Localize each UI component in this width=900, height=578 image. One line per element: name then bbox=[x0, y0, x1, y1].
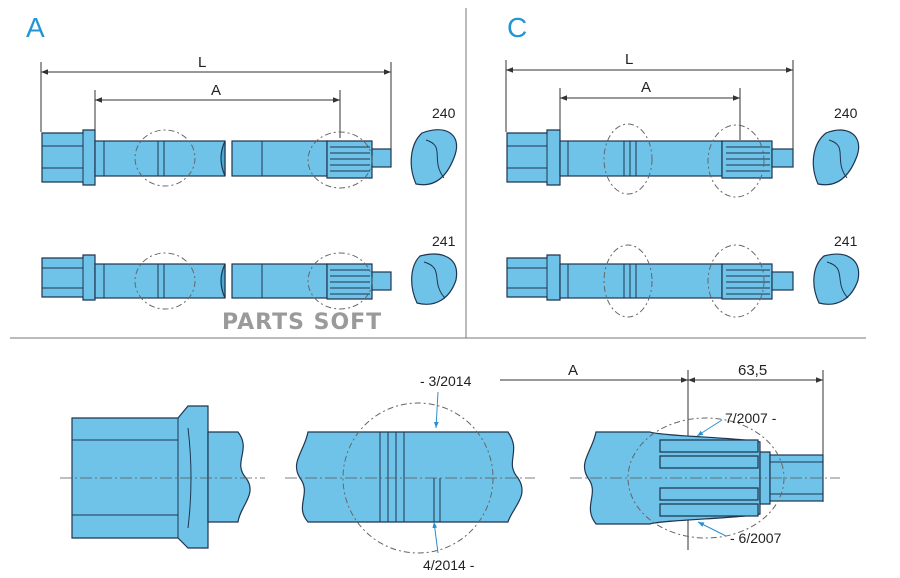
dimension-l-label-c: L bbox=[625, 51, 633, 68]
dimension-a-label-bottom: A bbox=[568, 362, 578, 379]
section-a-dimensions: L A bbox=[40, 54, 392, 150]
section-label-c: C bbox=[507, 12, 527, 43]
profile-240-icon-a bbox=[410, 129, 458, 186]
section-c-dimensions: L A bbox=[505, 51, 794, 150]
detail-spline: A 63,5 bbox=[500, 362, 840, 550]
shaft-a-241 bbox=[41, 252, 392, 310]
detail-groove bbox=[285, 391, 535, 554]
profile-241-icon-a bbox=[411, 253, 458, 305]
date-3-2014: - 3/2014 bbox=[420, 373, 472, 389]
shaft-a-240 bbox=[41, 129, 392, 189]
date-6-2007: - 6/2007 bbox=[730, 530, 782, 546]
dimension-l-label: L bbox=[198, 54, 206, 71]
detail-shaft-end bbox=[60, 405, 265, 549]
section-label-a: A bbox=[26, 12, 45, 43]
shaft-c-240 bbox=[506, 123, 794, 198]
dimension-a-label: A bbox=[211, 82, 221, 99]
profile-240-label-a: 240 bbox=[432, 105, 456, 121]
profile-240-label-c: 240 bbox=[834, 105, 858, 121]
profile-240-icon-c bbox=[812, 129, 860, 186]
dimension-a-label-c: A bbox=[641, 79, 651, 96]
watermark: PARTS SOFT bbox=[222, 310, 382, 335]
profile-241-icon-c bbox=[813, 253, 860, 305]
date-7-2007: 7/2007 - bbox=[725, 410, 777, 426]
profile-241-label-c: 241 bbox=[834, 233, 858, 249]
profile-241-label-a: 241 bbox=[432, 233, 456, 249]
shaft-c-241 bbox=[506, 244, 794, 318]
date-4-2014: 4/2014 - bbox=[423, 557, 475, 573]
dimension-63-5-label: 63,5 bbox=[738, 362, 767, 379]
